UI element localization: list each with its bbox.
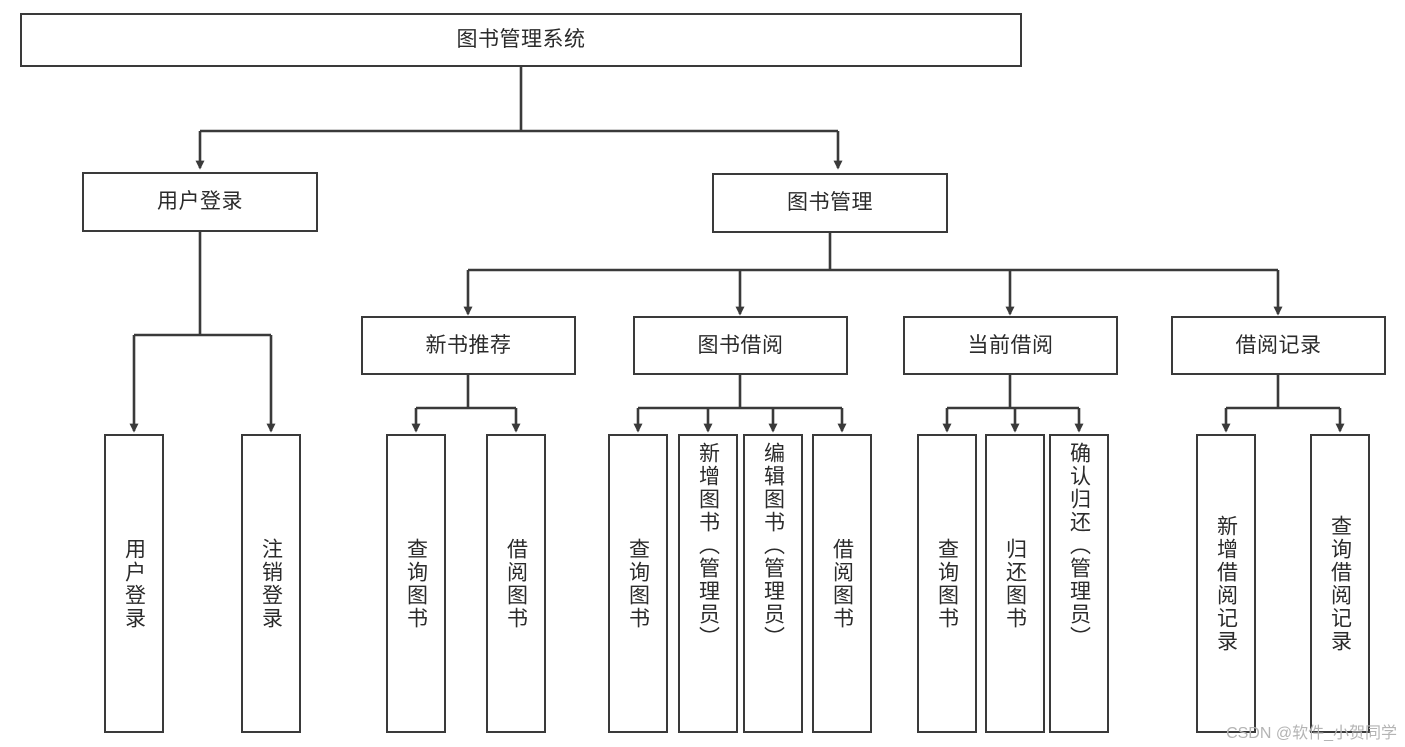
leaf-borrow-record-1[interactable]: 新增借阅记录 <box>1196 434 1256 733</box>
node-new-book-recommend[interactable]: 新书推荐 <box>361 316 576 375</box>
node-label: 归还图书 <box>1003 537 1027 630</box>
node-label: 借阅记录 <box>1235 333 1322 357</box>
csdn-watermark: CSDN @软件_小贺同学 <box>1226 725 1397 742</box>
node-label: 借阅图书 <box>504 537 528 630</box>
node-label: 新书推荐 <box>425 333 512 357</box>
node-label: 图书管理 <box>787 191 873 215</box>
node-root-book-management-system[interactable]: 图书管理系统 <box>20 13 1022 67</box>
leaf-borrow-record-2[interactable]: 查询借阅记录 <box>1310 434 1370 733</box>
leaf-book-borrow-1[interactable]: 查询图书 <box>608 434 668 733</box>
node-label: 注销登录 <box>259 537 283 630</box>
leaf-user-login-1[interactable]: 用户登录 <box>104 434 164 733</box>
leaf-new-book-recommend-2[interactable]: 借阅图书 <box>486 434 546 733</box>
node-label: 当前借阅 <box>967 333 1054 357</box>
node-book-management[interactable]: 图书管理 <box>712 173 948 233</box>
node-label: 图书借阅 <box>697 333 784 357</box>
node-user-login[interactable]: 用户登录 <box>82 172 318 232</box>
node-label: 查询借阅记录 <box>1328 514 1352 653</box>
node-label: 新增图书（管理员） <box>696 442 720 649</box>
node-label: 编辑图书（管理员） <box>761 442 785 649</box>
leaf-current-borrow-3[interactable]: 确认归还（管理员） <box>1049 434 1109 733</box>
node-label: 用户登录 <box>122 537 146 630</box>
node-label: 确认归还（管理员） <box>1067 442 1091 649</box>
node-label: 图书管理系统 <box>456 28 586 52</box>
leaf-current-borrow-1[interactable]: 查询图书 <box>917 434 977 733</box>
node-borrow-record[interactable]: 借阅记录 <box>1171 316 1386 375</box>
leaf-new-book-recommend-1[interactable]: 查询图书 <box>386 434 446 733</box>
leaf-book-borrow-3[interactable]: 编辑图书（管理员） <box>743 434 803 733</box>
node-label: 新增借阅记录 <box>1214 514 1238 653</box>
node-label: 查询图书 <box>626 537 650 630</box>
node-current-borrow[interactable]: 当前借阅 <box>903 316 1118 375</box>
node-book-borrow[interactable]: 图书借阅 <box>633 316 848 375</box>
node-label: 借阅图书 <box>830 537 854 630</box>
leaf-current-borrow-2[interactable]: 归还图书 <box>985 434 1045 733</box>
node-label: 查询图书 <box>404 537 428 630</box>
leaf-user-login-2[interactable]: 注销登录 <box>241 434 301 733</box>
node-label: 用户登录 <box>157 190 243 214</box>
leaf-book-borrow-2[interactable]: 新增图书（管理员） <box>678 434 738 733</box>
leaf-book-borrow-4[interactable]: 借阅图书 <box>812 434 872 733</box>
node-label: 查询图书 <box>935 537 959 630</box>
